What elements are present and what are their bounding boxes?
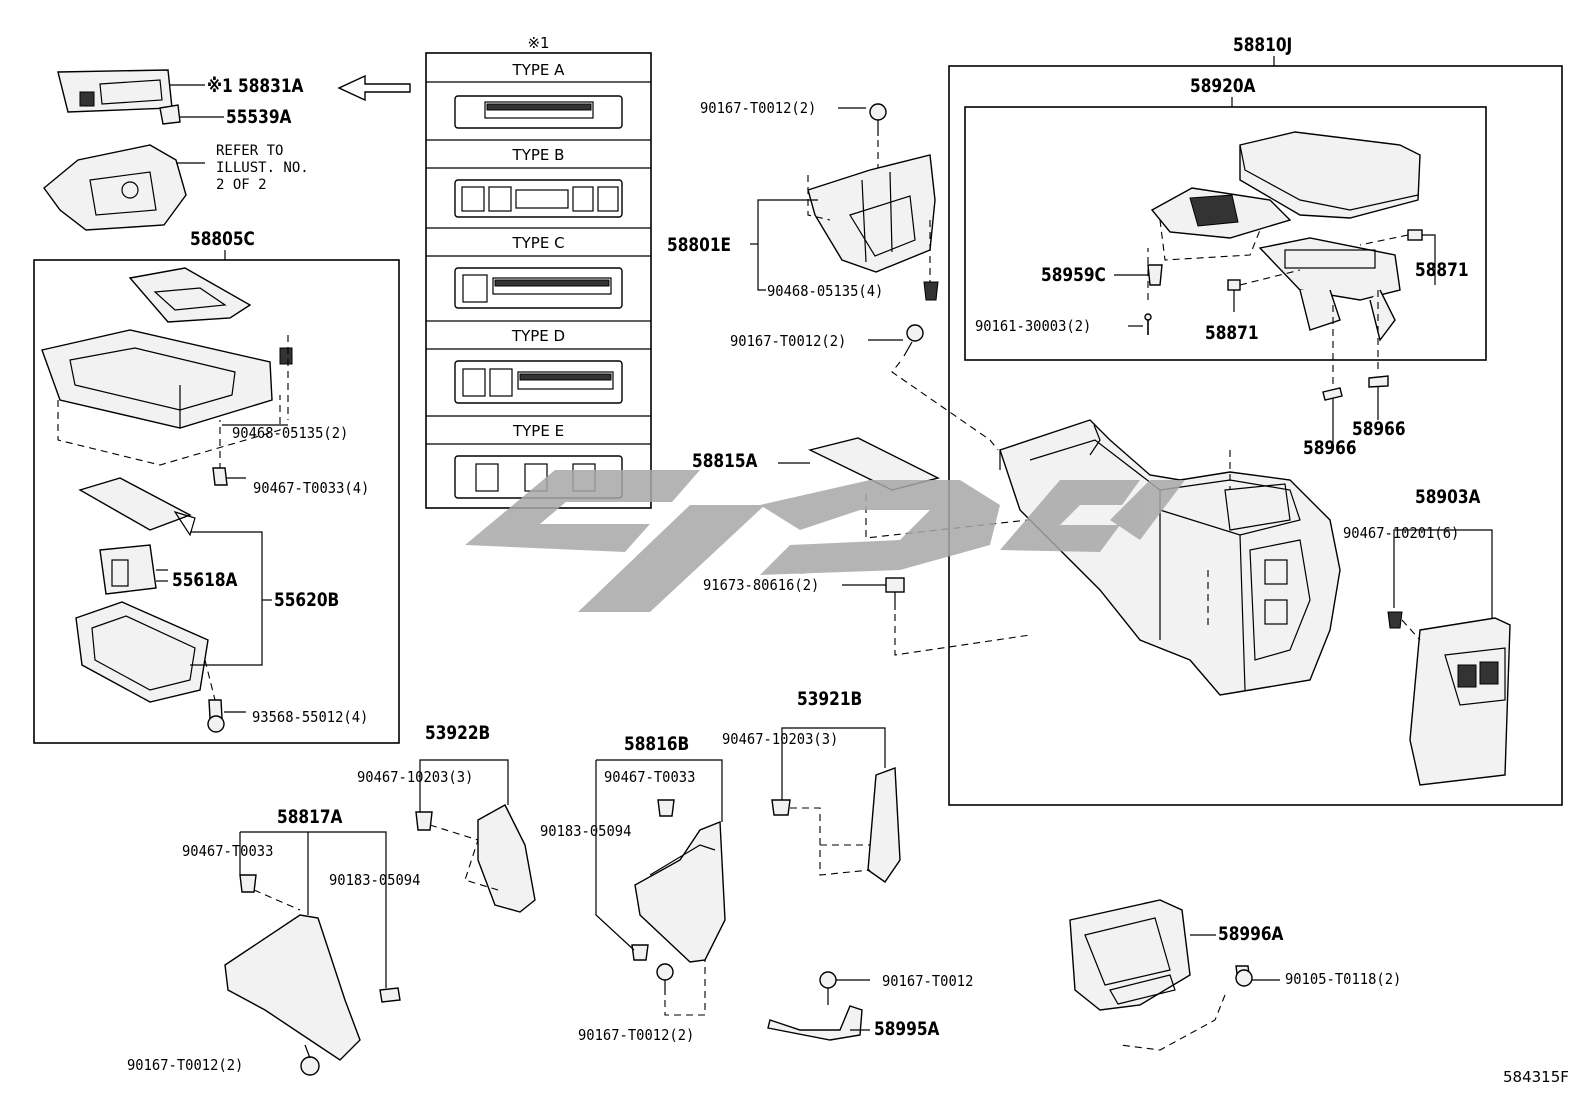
label-fastener-90467-10201[interactable]: 90467-10201(6) (1343, 524, 1460, 542)
label-fastener-90105[interactable]: 90105-T0118(2) (1285, 970, 1402, 988)
type-b-panel (454, 179, 623, 218)
box-58996A-drawing (1069, 899, 1280, 1051)
label-fastener-90167-bottom-mid[interactable]: 90167-T0012(2) (578, 1026, 695, 1044)
label-fastener-90167-mid[interactable]: 90167-T0012(2) (730, 332, 847, 350)
label-fastener-90167-top[interactable]: 90167-T0012(2) (700, 99, 817, 117)
label-58831A[interactable]: ※1 58831A (207, 75, 304, 97)
screw-top-drawing (838, 103, 887, 175)
label-fastener-93568[interactable]: 93568-55012(4) (252, 708, 369, 726)
watermark (465, 470, 1185, 612)
bracket-58817A-leader (239, 831, 387, 988)
bracket-58801E-drawing (807, 154, 939, 301)
label-fastener-90467-10203-right[interactable]: 90467-10203(3) (722, 730, 839, 748)
bracket-55620B (190, 531, 263, 666)
part-55539A-drawing (159, 104, 224, 125)
label-fastener-90468-4[interactable]: 90468-05135(4) (767, 282, 884, 300)
bracket-58801E-leader (757, 199, 818, 291)
panel-53921B-drawing (771, 767, 901, 883)
screw-mid-drawing (868, 324, 999, 451)
label-58959C[interactable]: 58959C (1041, 264, 1106, 286)
armrest-box-58920A (964, 106, 1487, 361)
bracket-58816B-leader (595, 759, 723, 951)
label-58966-left[interactable]: 58966 (1303, 437, 1357, 459)
label-55618A[interactable]: 55618A (172, 569, 238, 591)
label-fastener-90467-T0033-left[interactable]: 90467-T0033 (182, 842, 274, 860)
label-58903A[interactable]: 58903A (1415, 486, 1481, 508)
type-d-label: TYPE D (511, 327, 566, 345)
label-58995A[interactable]: 58995A (874, 1018, 940, 1040)
label-53921B[interactable]: 53921B (797, 688, 863, 710)
brace-58995A-drawing (767, 971, 870, 1041)
lid-55620-drawing (78, 477, 196, 537)
label-55539A[interactable]: 55539A (226, 106, 292, 128)
type-e-label: TYPE E (512, 422, 565, 440)
rear-panel-58903A-drawing (1387, 545, 1511, 786)
label-fastener-90167-bottom-right[interactable]: 90167-T0012 (882, 972, 974, 990)
type-table-rows (426, 81, 651, 445)
panel-58817A-drawing (224, 874, 401, 1076)
panel-58816B-drawing (631, 799, 726, 1016)
label-fastener-90161[interactable]: 90161-30003(2) (975, 317, 1092, 335)
bracket-53921B-leader (781, 727, 886, 800)
pin-58966-drawing (1322, 290, 1389, 445)
label-58810J[interactable]: 58810J (1233, 34, 1293, 56)
type-a-panel (454, 95, 623, 129)
label-fastener-90167-bottom-left[interactable]: 90167-T0012(2) (127, 1056, 244, 1074)
label-58815A[interactable]: 58815A (692, 450, 758, 472)
bracket-53922B-leader (419, 759, 509, 812)
label-fastener-90467-T0033-mid[interactable]: 90467-T0033 (604, 768, 696, 786)
type-arrow (337, 74, 411, 102)
label-58801E[interactable]: 58801E (667, 234, 732, 256)
type-c-label: TYPE C (512, 234, 565, 252)
label-58871-right[interactable]: 58871 (1415, 259, 1469, 281)
type-table-mark: ※1 (527, 34, 550, 52)
label-fastener-90468-2[interactable]: 90468-05135(2) (232, 424, 349, 442)
type-a-label: TYPE A (512, 61, 565, 79)
label-fastener-90467-10203-left[interactable]: 90467-10203(3) (357, 768, 474, 786)
label-53922B[interactable]: 53922B (425, 722, 491, 744)
label-58817A[interactable]: 58817A (277, 806, 343, 828)
label-58966-right[interactable]: 58966 (1352, 418, 1406, 440)
tray-box-58805C (33, 259, 400, 744)
cup-holder-55620B-drawing (75, 601, 246, 733)
console-body-drawing (999, 419, 1341, 696)
bracket-refer-drawing (43, 144, 205, 231)
type-c-panel (454, 267, 623, 309)
part-58831A-drawing (57, 69, 205, 113)
label-58871-left[interactable]: 58871 (1205, 322, 1259, 344)
type-d-panel (454, 360, 623, 404)
armrest-base-drawing (1258, 237, 1401, 342)
hinge-58959-drawing (1150, 187, 1292, 261)
label-fastener-90467-T0033-4[interactable]: 90467-T0033(4) (253, 479, 370, 497)
armrest-lid-drawing (1239, 131, 1421, 219)
assembly-box-58810J (948, 65, 1563, 806)
label-58816B[interactable]: 58816B (624, 733, 690, 755)
type-b-label: TYPE B (512, 146, 565, 164)
label-58805C[interactable]: 58805C (190, 228, 255, 250)
part-55618A-drawing (99, 544, 168, 595)
bolt-91673-drawing (842, 577, 1031, 656)
screw-90161-drawing (1128, 248, 1152, 335)
panel-53922B-drawing (415, 804, 536, 913)
label-fastener-90183-mid[interactable]: 90183-05094 (540, 822, 632, 840)
label-58996A[interactable]: 58996A (1218, 923, 1284, 945)
label-fastener-91673[interactable]: 91673-80616(2) (703, 576, 820, 594)
label-58920A[interactable]: 58920A (1190, 75, 1256, 97)
label-fastener-90183-left[interactable]: 90183-05094 (329, 871, 421, 889)
pin-58871-right-drawing (1359, 229, 1436, 285)
tray-58805C-drawing (41, 267, 293, 486)
clip-58959C-drawing (1114, 264, 1163, 286)
label-55620B[interactable]: 55620B (274, 589, 340, 611)
bracket-58903A-leader (1393, 529, 1493, 618)
diagram-code: 584315F (1503, 1068, 1569, 1086)
reference-note: REFER TO ILLUST. NO. 2 OF 2 (216, 143, 309, 193)
pin-58871-left-drawing (1227, 269, 1301, 312)
